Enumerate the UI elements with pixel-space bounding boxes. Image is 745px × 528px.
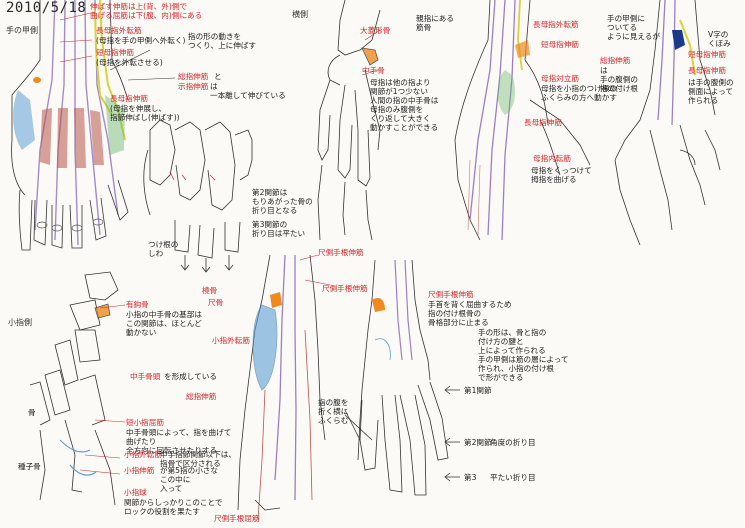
label-ext-index: 示指伸筋	[178, 82, 209, 91]
label-bone-note: 骨	[28, 408, 36, 417]
label-ext-carpi: 尺側手根伸筋	[318, 248, 364, 257]
label-far-note-side: は手の腹側の 側面によって 作られる	[688, 78, 734, 105]
label-abd-digiti: 小指外転筋	[124, 450, 162, 459]
sheet-date: 2010/5/18	[6, 0, 87, 16]
label-far-ext-short: 短母指伸筋	[688, 50, 726, 59]
section-pinky-label: 小指側	[8, 318, 32, 327]
label-pisiform: 小指球	[124, 488, 147, 497]
right-lower-hand-drawing	[357, 259, 449, 496]
label-ext-short-r: 短母指伸筋	[541, 40, 579, 49]
back-hand-right-drawing	[454, 0, 591, 241]
label-knuckle-note2: 第3関節の 折り目は平たい	[252, 220, 306, 238]
pinky-skeleton-drawing	[29, 271, 126, 506]
far-right-hand-drawing	[614, 0, 721, 246]
label-ext-index-note: は 一本離して伸びている	[210, 82, 286, 100]
label-adductor-note: 母指をくっつけて 拇指を曲げる	[531, 166, 592, 184]
joint-arrows	[344, 385, 460, 482]
label-ulnar: 尺骨	[208, 298, 224, 307]
label-thumb-note: 母指は他の指より 関節が1つ少ない 人間の指の中手骨は 母指のみ腹側を くり返し…	[370, 78, 439, 132]
label-ext-ulnar: 尺側手根伸筋	[428, 290, 474, 299]
label-far-ext-common-note: は 手の腹側の 指の付け根	[600, 66, 638, 93]
label-palmaris: 尺側手根伸筋	[322, 284, 368, 293]
label-ext-long: 長母指伸筋	[110, 94, 148, 103]
label-ext-ulnar-note: 手首を背く屈曲するため 指の付け根骨の 骨格部分に止まる	[428, 300, 512, 327]
label-ext-digiti-min: 総指伸筋	[186, 392, 217, 401]
label-fifth-meta: 中手骨頭	[130, 372, 161, 381]
label-pisiform-note: 関節からしっかりこのことで ロックの役割を果たす	[124, 498, 223, 516]
label-far-note-top: 手の甲側に ついてる ように見えるが	[607, 14, 660, 41]
label-third-joint: 第3	[464, 473, 477, 482]
label-fold-note: つけ根の しわ	[148, 240, 179, 258]
label-abductor: 長母指外転筋	[96, 26, 142, 35]
label-fifth-meta-note: を形成している	[164, 372, 217, 381]
label-abductor-long-r: 長母指外転筋	[533, 20, 579, 29]
label-adductor: 母指内転筋	[533, 154, 571, 163]
label-ext-long-note: (母指を伸展し、 指節伸ばし(伸ばす))	[110, 104, 180, 122]
label-second-joint-note: 角度の折り目	[490, 438, 536, 447]
label-knuckle-note: 第2関節は もりあがった骨の 折り目となる	[252, 188, 313, 215]
label-metacarpal: 中手骨	[362, 66, 385, 75]
bent-fingers-drawing	[143, 119, 253, 273]
label-ext-digiti-note: が第5指の小さな この中に 入って	[160, 466, 218, 493]
label-ext-long-r: 長母指伸筋	[524, 118, 562, 127]
label-opponens-note: 母指を小指のつけ根の ふくらみの方へ動かす	[541, 84, 617, 102]
label-side-top-note: 親指にある 筋骨	[416, 14, 454, 32]
label-ext-common-note: と	[214, 72, 222, 81]
label-hamate-note: 小指の中手骨の基部は この関節は、ほとんど 動かない	[126, 310, 202, 337]
label-bend-note: 指の腹を 折く横に ふくらむ	[318, 398, 349, 425]
label-flexor-bottom: 尺側手根屈筋	[214, 514, 260, 523]
label-abductor-note: (母指を手の甲側へ外転く)	[96, 36, 186, 45]
label-far-ext-common: 総指伸筋	[600, 56, 631, 65]
label-ext-common: 総指伸筋	[178, 72, 209, 81]
label-radial: 大菱形骨	[360, 26, 391, 35]
label-pinky-flexor-note: 中手骨頭によって、指を曲げて 曲げたり 全方向に回転させたりする	[126, 428, 232, 455]
label-finger-note: 手の形は、骨と指の 付け方の腱と 上によって作られる 手の甲側は筋の層によって …	[478, 328, 569, 382]
section-palm-label: 手の甲側	[6, 26, 38, 35]
center-lower-hand-drawing	[237, 254, 331, 521]
label-opponens: 母指対立筋	[541, 74, 579, 83]
label-first-joint: 第1関節	[464, 386, 492, 395]
label-pinky-flexor: 短小指屈筋	[126, 418, 164, 427]
label-second-joint: 第2関節	[464, 438, 492, 447]
label-ext-digiti: 小指伸筋	[124, 466, 155, 475]
label-hamate: 有鈎骨	[126, 300, 149, 309]
label-far-ext-long: 長母指伸筋	[688, 66, 726, 75]
label-third-joint-note: 平たい折り目	[490, 473, 536, 482]
palm-top-note: 伸ばす伸筋は上(背、外)側で 曲げる屈筋は下(腹、内)側にある	[90, 2, 203, 20]
section-side-label: 横側	[292, 10, 308, 19]
label-ext-short-note: (母指を外転させる)	[96, 58, 163, 67]
label-abd-min: 小指外転筋	[212, 336, 250, 345]
label-fingers-note: 指の形の動きを つくり、上に伸ばす	[188, 32, 257, 50]
label-sesamoid: 種子骨	[18, 462, 41, 471]
label-abd-digiti-note: 中手指節関節以下は、 指骨で区分される	[160, 450, 236, 468]
label-ext-short: 短母指伸筋	[96, 48, 134, 57]
palm-hand-drawing	[11, 0, 176, 251]
label-radius: 橈骨	[202, 286, 218, 295]
label-v-note: V字の くぼみ	[708, 30, 731, 48]
skeleton-side-drawing	[317, 0, 381, 241]
